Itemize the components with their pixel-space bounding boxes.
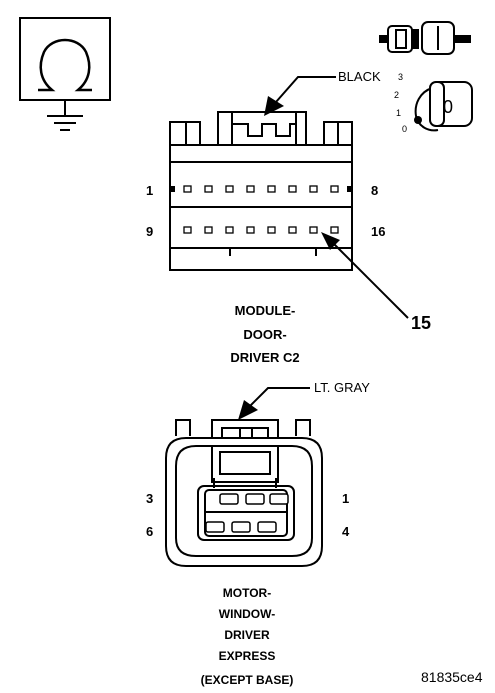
connector-c2-name-line-2: DOOR- xyxy=(243,327,286,342)
connector-motor-pins-top xyxy=(219,493,289,505)
connector-c2-name-line-3: DRIVER C2 xyxy=(230,350,299,365)
connector-c2-pin-label-9: 9 xyxy=(146,224,153,239)
connector-motor-name-line-4: EXPRESS xyxy=(219,649,276,663)
pin-15-callout: 15 xyxy=(321,232,431,333)
connector-c2-pin-15 xyxy=(309,226,318,234)
connector-motor-name-line-3: DRIVER xyxy=(224,628,270,642)
connector-c2-pins-row-2 xyxy=(183,226,339,234)
connector-motor-name-line-1: MOTOR- xyxy=(223,586,271,600)
connector-motor-pin-label-3: 3 xyxy=(146,491,153,506)
connector-motor-pins-bottom xyxy=(205,521,277,533)
key-switch-position-3: 3 xyxy=(398,72,403,82)
connector-c2-pin-label-16: 16 xyxy=(371,224,385,239)
key-switch-position-0: 0 xyxy=(402,124,407,134)
key-switch-position-2: 2 xyxy=(394,90,399,100)
key-switch-icon: 3 2 1 0 0 xyxy=(394,72,473,134)
connector-c2-pins-row-1 xyxy=(183,185,339,193)
connector-c2-color-callout: BLACK xyxy=(264,69,381,116)
connector-motor-pin-label-6: 6 xyxy=(146,524,153,539)
connector-c2-pin-label-8: 8 xyxy=(371,183,378,198)
connector-c2 xyxy=(169,111,353,271)
connector-motor-name-line-5: (EXCEPT BASE) xyxy=(201,673,294,687)
pin-15-callout-label: 15 xyxy=(411,313,431,333)
connector-motor-pin-label-4: 4 xyxy=(342,524,350,539)
connector-motor xyxy=(165,419,323,567)
ohmmeter-icon xyxy=(19,17,111,131)
connector-motor-name-line-2: WINDOW- xyxy=(219,607,275,621)
connector-motor-color-label: LT. GRAY xyxy=(314,380,370,395)
key-switch-position-1: 1 xyxy=(396,108,401,118)
connector-key-icon xyxy=(379,21,471,55)
connector-motor-color-callout: LT. GRAY xyxy=(238,380,370,420)
connector-c2-name-line-1: MODULE- xyxy=(235,303,296,318)
figure-id: 81835ce4 xyxy=(421,669,483,685)
key-switch-key-label: 0 xyxy=(443,97,453,117)
connector-c2-pin-label-1: 1 xyxy=(146,183,153,198)
connector-motor-pin-label-1: 1 xyxy=(342,491,349,506)
connector-c2-color-label: BLACK xyxy=(338,69,381,84)
